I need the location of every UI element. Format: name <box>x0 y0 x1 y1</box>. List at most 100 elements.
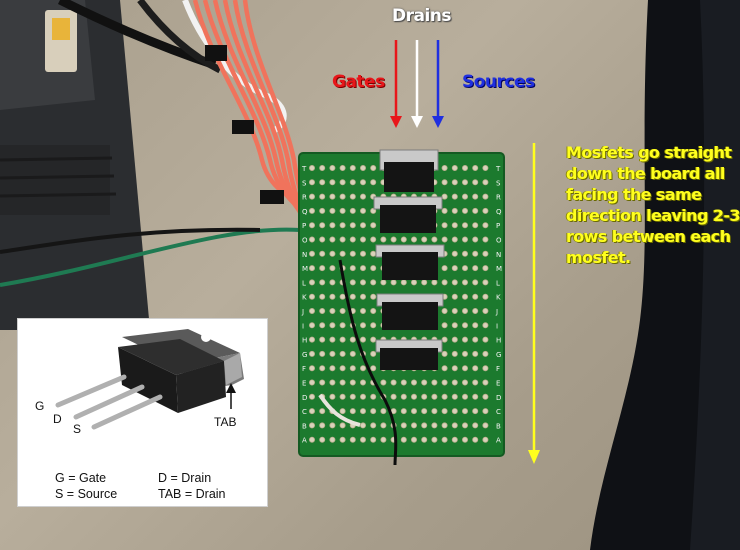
row-letter: G <box>302 351 307 359</box>
cable-tie <box>260 190 284 204</box>
perfboard-hole <box>308 250 315 257</box>
perfboard-hole <box>370 322 377 329</box>
row-letter: I <box>302 322 304 330</box>
perfboard-hole <box>339 236 346 243</box>
perfboard-hole <box>319 350 326 357</box>
perfboard-hole <box>431 408 438 415</box>
perfboard-hole <box>359 265 366 272</box>
perfboard-hole <box>349 179 356 186</box>
perfboard-hole <box>431 436 438 443</box>
perfboard-hole <box>319 365 326 372</box>
perfboard-hole <box>461 379 468 386</box>
row-letter: Q <box>302 208 308 216</box>
perfboard-hole <box>308 379 315 386</box>
row-letter: L <box>302 279 306 287</box>
perfboard-hole <box>308 207 315 214</box>
perfboard-hole <box>329 436 336 443</box>
perfboard-hole <box>461 350 468 357</box>
perfboard-hole <box>472 322 479 329</box>
sticker-logo <box>52 18 70 40</box>
perfboard-hole <box>329 307 336 314</box>
perfboard-hole <box>319 436 326 443</box>
row-letter: N <box>496 251 501 259</box>
perfboard-hole <box>482 250 489 257</box>
perfboard-hole <box>370 307 377 314</box>
perfboard-hole <box>441 393 448 400</box>
perfboard-hole <box>380 436 387 443</box>
perfboard-hole <box>451 279 458 286</box>
perfboard-hole <box>410 236 417 243</box>
perfboard-hole <box>370 164 377 171</box>
perfboard-hole <box>441 207 448 214</box>
perfboard-hole <box>441 408 448 415</box>
perfboard-hole <box>472 164 479 171</box>
perfboard-hole <box>482 222 489 229</box>
perfboard-hole <box>461 307 468 314</box>
perfboard-hole <box>349 265 356 272</box>
perfboard-hole <box>308 222 315 229</box>
perfboard-hole <box>319 336 326 343</box>
perfboard-hole <box>319 279 326 286</box>
perfboard-hole <box>451 179 458 186</box>
perfboard-hole <box>482 350 489 357</box>
perfboard-hole <box>472 408 479 415</box>
perfboard-hole <box>370 279 377 286</box>
perfboard-hole <box>451 236 458 243</box>
perfboard-hole <box>461 422 468 429</box>
perfboard-hole <box>472 293 479 300</box>
perfboard-hole <box>339 336 346 343</box>
perfboard-hole <box>431 379 438 386</box>
perfboard-hole <box>441 179 448 186</box>
perfboard-hole <box>482 379 489 386</box>
perfboard-hole <box>472 236 479 243</box>
perfboard-hole <box>359 250 366 257</box>
perfboard-hole <box>339 322 346 329</box>
perfboard-hole <box>482 207 489 214</box>
perfboard-hole <box>451 322 458 329</box>
perfboard-hole <box>431 393 438 400</box>
perfboard-hole <box>370 393 377 400</box>
perfboard-hole <box>400 236 407 243</box>
perfboard-hole <box>451 365 458 372</box>
black-wire-left <box>0 227 261 254</box>
perfboard-hole <box>472 393 479 400</box>
perfboard-hole <box>339 207 346 214</box>
perfboard-hole <box>329 293 336 300</box>
perfboard-hole <box>390 393 397 400</box>
perfboard-hole <box>380 408 387 415</box>
perfboard-hole <box>319 322 326 329</box>
perfboard-hole <box>308 365 315 372</box>
perfboard-hole <box>370 236 377 243</box>
perfboard-hole <box>482 393 489 400</box>
perfboard-hole <box>349 207 356 214</box>
cable-tie <box>232 120 254 134</box>
perfboard-hole <box>472 436 479 443</box>
perfboard-hole <box>461 436 468 443</box>
perfboard-hole <box>421 408 428 415</box>
perfboard-hole <box>451 222 458 229</box>
perfboard-hole <box>451 350 458 357</box>
perfboard-hole <box>380 379 387 386</box>
gate-lead <box>55 374 127 408</box>
perfboard-hole <box>370 365 377 372</box>
row-letter: J <box>301 308 304 316</box>
row-letter: O <box>302 237 308 245</box>
perfboard-hole <box>441 265 448 272</box>
row-letter: H <box>302 337 307 345</box>
perfboard-hole <box>349 193 356 200</box>
perfboard-hole <box>339 408 346 415</box>
perfboard-hole <box>461 336 468 343</box>
perfboard-hole <box>339 379 346 386</box>
perfboard-hole <box>482 193 489 200</box>
row-letter: S <box>496 179 501 187</box>
perfboard-hole <box>441 164 448 171</box>
perfboard-hole <box>329 193 336 200</box>
perfboard-hole <box>461 236 468 243</box>
perfboard-hole <box>421 422 428 429</box>
perfboard-hole <box>472 307 479 314</box>
perfboard-hole <box>451 265 458 272</box>
perfboard-hole <box>421 236 428 243</box>
package-body-top <box>118 339 224 375</box>
row-letter: T <box>301 165 307 173</box>
